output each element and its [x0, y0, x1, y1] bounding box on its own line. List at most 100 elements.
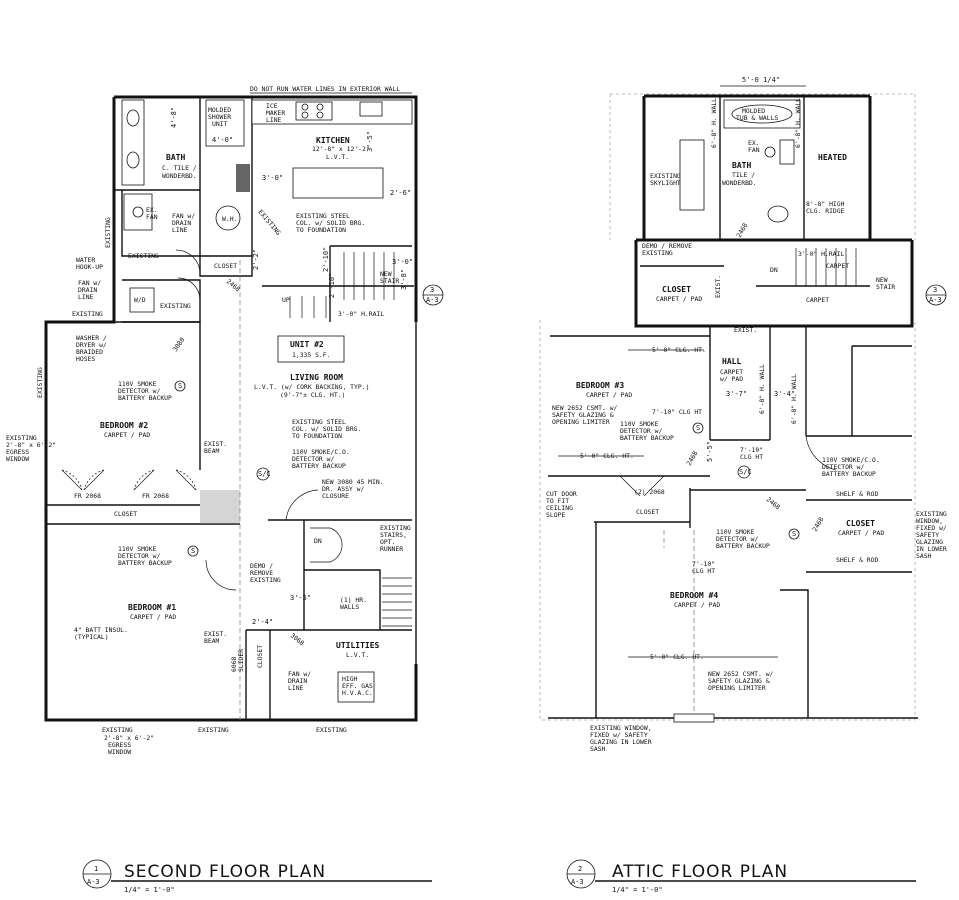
one-hr-walls: (1) HR.WALLS: [340, 596, 367, 611]
clg-ht-5-b: 5'-0" CLG. HT.: [580, 452, 634, 460]
bottom-window: [673, 713, 715, 723]
kitchen-dim: 3'-5": [366, 131, 374, 152]
section-tag-sheet: A-3: [426, 296, 439, 304]
attic-exist-1: EXIST.: [714, 275, 722, 298]
water-lines-note: DO NOT RUN WATER LINES IN EXTERIOR WALL: [250, 85, 400, 93]
smoke-detector-2: [187, 545, 199, 557]
attic-bath-title: BATH: [732, 161, 751, 170]
clg-ht-7-10-c: 7'-10"CLG HT: [692, 560, 715, 575]
clg-ht-5-a: 5'-0" CLG. HT.: [652, 346, 706, 354]
csmt-note-1: NEW 2652 CSMT. w/SAFETY GLAZING &OPENING…: [552, 404, 618, 426]
attic-ex-fan: EX.FAN: [748, 139, 760, 154]
unit-title: UNIT #2: [290, 340, 324, 349]
hvac-unit: [337, 671, 375, 703]
living-room-title: LIVING ROOM: [290, 373, 343, 382]
fr-2068-2: FR 2068: [142, 492, 169, 500]
svg-text:S: S: [792, 530, 796, 538]
smoke-co-note: 110V SMOKE/C.O.DETECTOR w/BATTERY BACKUP: [292, 448, 350, 470]
dim-2-10: 2'-10": [328, 273, 336, 298]
attic-exist-2: EXIST.: [734, 326, 757, 334]
attic-smoke-2: [788, 528, 800, 540]
closet-door-2468: 2468: [811, 516, 826, 533]
second-floor-title: SECOND FLOOR PLAN: [124, 862, 326, 882]
unit-label-box: [277, 335, 345, 363]
utilities-finish: L.V.T.: [346, 651, 369, 659]
title-sheet-2: A-3: [571, 878, 584, 886]
living-room-ceiling: (9'-7"± CLG. HT.): [280, 391, 345, 399]
batt-insulation-note: 4" BATT INSUL.(TYPICAL): [74, 626, 128, 641]
attic-hrail: 3'-0" H.RAIL: [798, 250, 844, 258]
range: [295, 101, 333, 121]
svg-text:S: S: [178, 382, 182, 390]
bath-finish-2: WONDERBD.: [162, 172, 197, 180]
title-num-2: 2: [578, 865, 582, 873]
new-door-note: NEW 3080 45 MIN.DR. ASSY w/CLOSURE: [322, 478, 384, 500]
island-dim-2: 2'-6": [390, 189, 411, 197]
attic-smoke-co: [737, 465, 751, 479]
svg-text:S: S: [696, 424, 700, 432]
attic-wall-right: 6'-8" H. WALL: [794, 98, 802, 148]
dim-3-5: 3'-5": [290, 594, 311, 602]
bedroom-3-title: BEDROOM #3: [576, 381, 624, 390]
kitchen-finish: L.V.T.: [326, 153, 349, 161]
attic-carpet-2: CARPET: [806, 296, 829, 304]
living-room-finish: L.V.T. (w/ CORK BACKING, TYP.): [254, 383, 369, 391]
utilities-title: UTILITIES: [336, 641, 380, 650]
smoke-co-detector: [256, 467, 270, 481]
kitchen-size: 12'-8" x 12'-2": [312, 145, 370, 153]
wh-label: W.H.: [222, 215, 237, 223]
clg-ht-7-10-b: 7'-10"CLG HT: [740, 446, 763, 461]
bedroom-1-finish: CARPET / PAD: [130, 613, 176, 621]
csmt-note-2: NEW 2652 CSMT. w/SAFETY GLAZING &OPENING…: [708, 670, 774, 692]
shelf-rod-2: SHELF & ROD: [836, 556, 878, 564]
stair-dim-2: 2'-10": [322, 247, 330, 272]
up-label: UP: [282, 296, 290, 304]
attic-door-2468: 2468: [735, 222, 750, 239]
bedroom-1-title: BEDROOM #1: [128, 603, 176, 612]
smoke-detector-1: [174, 380, 186, 392]
fan-icon: [132, 206, 144, 218]
bottom-existing-2: EXISTING: [198, 726, 229, 734]
attic-bath-finish-1: TILE /: [732, 171, 755, 179]
attic-section-sheet: A-3: [929, 296, 942, 304]
bath-finish-1: C. TILE /: [162, 164, 197, 172]
attic-floor-title-block: 2 A-3 ATTIC FLOOR PLAN 1/4" = 1'-0": [566, 859, 916, 894]
door-2068-double: (2) 2068: [634, 488, 665, 496]
attic-closet-1-title: CLOSET: [662, 285, 691, 294]
door-3080: 3080: [171, 336, 186, 353]
existing-door-label: EXISTING: [128, 252, 159, 260]
washer-dryer: [129, 287, 155, 313]
exist-beam-2: EXIST.BEAM: [204, 630, 227, 645]
attic-wall-left: 6'-8" H. WALL: [710, 98, 718, 148]
hall-closet-label: CLOSET: [214, 262, 237, 270]
attic-floor-scale: 1/4" = 1'-0": [612, 886, 663, 894]
attic-closet-3-title: CLOSET: [846, 519, 875, 528]
existing-label-3: EXISTING: [72, 310, 103, 318]
bedroom-3-finish: CARPET / PAD: [586, 391, 632, 399]
bedroom-2-title: BEDROOM #2: [100, 421, 148, 430]
clg-ht-7-10-a: 7'-10" CLG HT: [652, 408, 702, 416]
svg-text:S/C: S/C: [739, 468, 752, 476]
attic-section-num: 3: [933, 286, 937, 294]
door-3068: 3068: [289, 631, 306, 647]
existing-wall-label: EXISTING: [256, 208, 282, 237]
attic-smoke-1: [692, 422, 704, 434]
attic-carpet-1: CARPET: [826, 262, 849, 270]
hall-wall-label: 6'-8" H. WALL: [758, 364, 766, 414]
section-tag-num: 3: [430, 286, 434, 294]
